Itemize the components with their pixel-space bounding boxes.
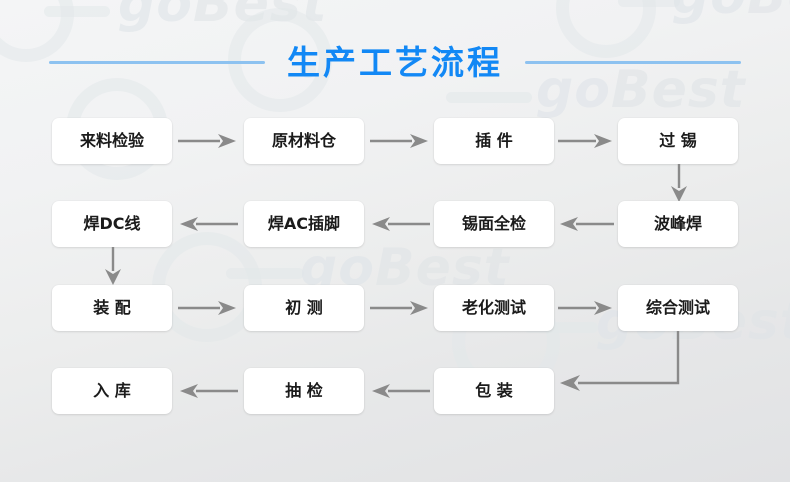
flow-node-tinning[interactable]: 过 锡 [618,118,738,164]
flow-node-comprehensive-test[interactable]: 综合测试 [618,285,738,331]
arrow-left-icon [370,381,430,401]
arrow-right-icon [370,131,430,151]
flow-node-label: 焊DC线 [83,214,141,233]
watermark-bar [618,0,680,7]
flow-node-raw-material-warehouse[interactable]: 原材料仓 [244,118,364,164]
flow-node-wave-soldering[interactable]: 波峰焊 [618,201,738,247]
arrow-down-icon [102,247,124,285]
flow-node-assembly[interactable]: 装 配 [52,285,172,331]
arrow-left-icon [178,214,238,234]
flow-node-solder-surface-inspection[interactable]: 锡面全检 [434,201,554,247]
flow-node-label: 原材料仓 [271,131,336,150]
watermark-bar [446,92,532,103]
flow-node-aging-test[interactable]: 老化测试 [434,285,554,331]
title-row: 生产工艺流程 [0,36,790,88]
flow-node-label: 装 配 [93,298,131,317]
watermark-best: Best [192,0,328,34]
flow-node-label: 过 锡 [659,131,697,150]
flow-node-label: 插 件 [475,131,513,150]
arrow-left-icon [558,214,614,234]
watermark-bar [226,268,304,279]
arrow-right-icon [558,131,614,151]
arrow-right-icon [558,298,614,318]
watermark-go: go [118,0,193,34]
flow-node-label: 抽 检 [285,381,323,400]
flow-node-initial-test[interactable]: 初 测 [244,285,364,331]
title-rule-left [49,60,265,64]
page-title: 生产工艺流程 [287,42,503,82]
watermark-wordmark: goBest [672,0,790,26]
arrow-right-icon [370,298,430,318]
flow-node-label: 入 库 [93,381,131,400]
flow-node-label: 综合测试 [645,298,710,317]
title-rule-right [525,60,741,64]
flow-node-packaging[interactable]: 包 装 [434,368,554,414]
flow-node-sampling-inspection[interactable]: 抽 检 [244,368,364,414]
arrow-left-icon [178,381,238,401]
watermark-bar [44,6,110,17]
watermark-best: Best [747,0,790,26]
arrow-right-icon [178,131,238,151]
flow-node-insert-components[interactable]: 插 件 [434,118,554,164]
flow-node-label: 初 测 [285,298,323,317]
arrow-right-icon [178,298,238,318]
arrow-left-icon [370,214,430,234]
flow-node-label: 老化测试 [461,298,526,317]
watermark-go: go [672,0,747,26]
flow-node-solder-ac-pins[interactable]: 焊AC插脚 [244,201,364,247]
flow-node-label: 锡面全检 [461,214,526,233]
flow-node-label: 来料检验 [79,131,144,150]
flow-node-warehousing[interactable]: 入 库 [52,368,172,414]
watermark-wordmark: goBest [118,0,328,34]
arrow-elbow-down-left-icon [556,331,692,397]
flow-node-label: 包 装 [475,381,513,400]
arrow-down-icon [668,164,690,202]
flow-node-label: 波峰焊 [653,214,702,233]
flow-node-label: 焊AC插脚 [267,214,341,233]
flow-node-incoming-inspection[interactable]: 来料检验 [52,118,172,164]
flow-node-solder-dc-wire[interactable]: 焊DC线 [52,201,172,247]
